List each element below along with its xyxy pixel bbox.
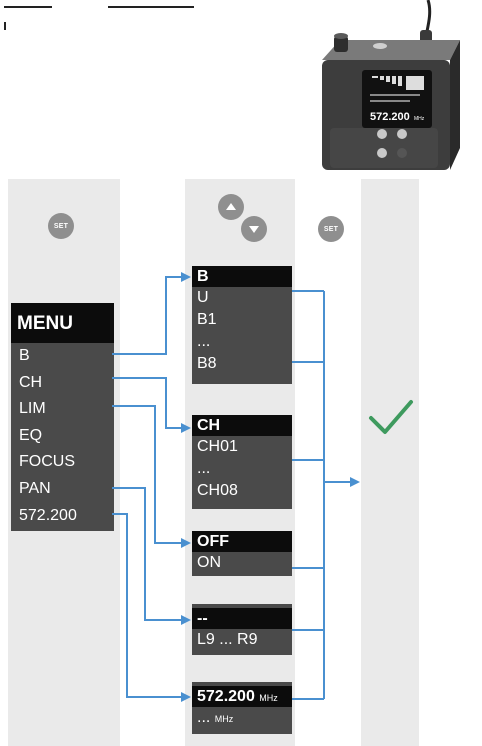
menu-title: MENU [11, 303, 114, 343]
limiter-selected[interactable]: OFF [192, 531, 292, 552]
bank-option-b1[interactable]: B1 [197, 311, 217, 328]
menu-item-eq[interactable]: EQ [19, 426, 43, 444]
menu-item-focus[interactable]: FOCUS [19, 453, 75, 471]
arrow-frequency [112, 513, 191, 702]
up-arrow-icon [226, 203, 236, 210]
menu-item-pan[interactable]: PAN [19, 479, 51, 497]
frequency-option-value: ... [197, 709, 211, 726]
channel-selected[interactable]: CH [192, 415, 292, 436]
checkmark-icon [369, 400, 413, 434]
device-screen-value: 572.200 [370, 111, 410, 123]
set-button-2[interactable]: SET [318, 216, 344, 242]
bank-selected[interactable]: B [192, 266, 292, 287]
down-button[interactable] [241, 216, 267, 242]
channel-option-ch01[interactable]: CH01 [197, 438, 238, 455]
main-menu: MENU B CH LIM EQ FOCUS PAN 572.200 [11, 303, 114, 531]
frequency-selected-unit: MHz [259, 693, 278, 703]
top-stroke-right [108, 6, 194, 8]
submenu-bank: B U B1 ... B8 [192, 266, 292, 384]
top-stroke-left [4, 6, 52, 8]
bank-option-ellipsis: ... [197, 333, 211, 350]
channel-option-ellipsis: ... [197, 460, 211, 477]
column-confirm [361, 179, 419, 746]
pan-selected[interactable]: -- [192, 608, 292, 629]
frequency-option[interactable]: ... MHz [192, 707, 292, 729]
pan-option-range[interactable]: L9 ... R9 [197, 631, 258, 648]
up-button[interactable] [218, 194, 244, 220]
frequency-selected[interactable]: 572.200 MHz [192, 686, 292, 707]
submenu-channel: CH CH01 ... CH08 [192, 415, 292, 509]
channel-option-ch08[interactable]: CH08 [197, 482, 238, 499]
arrow-channel [112, 377, 191, 433]
set-button-1[interactable]: SET [48, 213, 74, 239]
bodypack-device-illustration: 572.200 MHz [322, 0, 460, 170]
bank-option-b8[interactable]: B8 [197, 355, 217, 372]
menu-item-bank[interactable]: B [19, 347, 30, 364]
arrow-limiter [112, 405, 191, 548]
submenu-frequency: 572.200 MHz ... MHz [192, 682, 292, 734]
device-screen-unit: MHz [414, 116, 425, 122]
frequency-option-unit: MHz [214, 714, 234, 724]
limiter-option-on[interactable]: ON [197, 554, 221, 571]
menu-item-channel[interactable]: CH [19, 373, 43, 391]
down-arrow-icon [249, 226, 259, 233]
submenu-limiter: OFF ON [192, 531, 292, 576]
frequency-selected-value: 572.200 [197, 688, 255, 705]
bank-option-u[interactable]: U [197, 289, 209, 306]
arrow-bank [112, 272, 191, 355]
menu-item-frequency[interactable]: 572.200 [19, 506, 77, 524]
top-stroke-tick [4, 22, 6, 30]
arrow-pan [112, 487, 191, 625]
submenu-pan: -- L9 ... R9 [192, 604, 292, 655]
menu-item-limiter[interactable]: LIM [19, 400, 46, 418]
